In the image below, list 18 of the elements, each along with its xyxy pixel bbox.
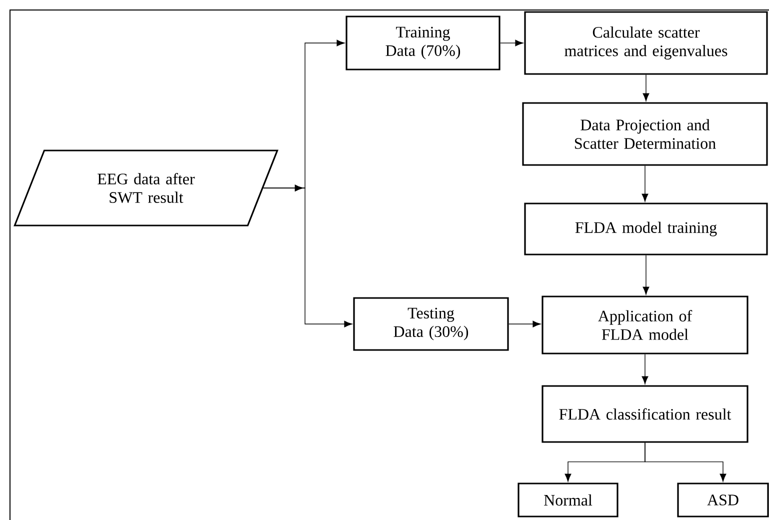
arrow	[263, 184, 352, 328]
process-box: Training Data (70%)	[346, 16, 500, 70]
arrow	[642, 354, 648, 384]
arrow	[500, 40, 524, 46]
data-parallelogram: EEG data after SWT result	[14, 150, 278, 226]
arrow	[642, 165, 648, 202]
process-box: FLDA model training	[524, 202, 768, 256]
arrow	[642, 254, 650, 295]
process-box: FLDA classification result	[542, 385, 748, 443]
process-box: Testing Data (30%)	[353, 297, 509, 351]
process-box: Data Projection and Scatter Determination	[522, 102, 768, 166]
process-box: Normal	[518, 482, 618, 518]
process-box: ASD	[677, 482, 769, 518]
arrow	[644, 442, 726, 482]
arrow	[642, 74, 650, 102]
process-box: Calculate scatter matrices and eigenvalues	[524, 11, 768, 75]
arrow	[508, 320, 541, 328]
process-box: Application of FLDA model	[542, 296, 748, 354]
